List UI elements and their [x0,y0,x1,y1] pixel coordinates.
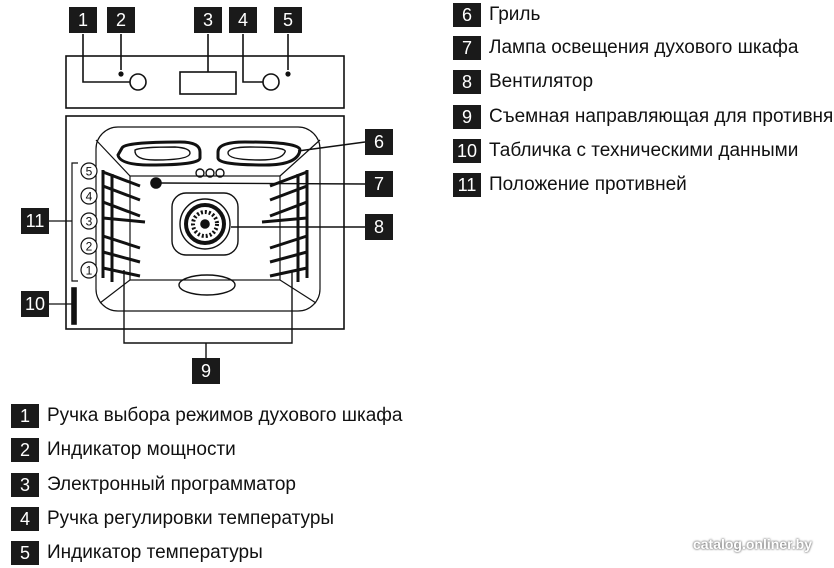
shelf-position-3: 3 [80,212,98,230]
left-shelf-rack [101,170,146,282]
legend-item-6: 6 Гриль [453,3,540,27]
legend-item-9: 9 Съемная направляющая для противня [453,105,833,129]
shelf-position-5: 5 [80,162,98,180]
callout-6: 6 [365,129,393,155]
legend-text: Лампа освещения духового шкафа [489,37,799,58]
callout-label: 3 [203,10,213,30]
callout-5: 5 [274,7,302,33]
callout-label: 4 [238,10,248,30]
mode-knob [129,73,147,91]
watermark: catalog.onliner.by [692,536,812,552]
lamp [150,177,162,189]
legend-number: 10 [453,139,481,163]
rating-plate [71,287,77,325]
callout-label: 2 [116,10,126,30]
legend-number: 4 [11,507,39,531]
legend-text: Гриль [489,4,541,25]
legend-item-8: 8 Вентилятор [453,70,593,94]
callout-8: 8 [365,214,393,240]
shelf-position-markers: 5 4 3 2 1 [80,162,98,279]
legend-text: Вентилятор [489,71,594,92]
callout-9: 9 [192,358,220,384]
legend-text: Индикатор температуры [47,542,263,563]
legend-number: 2 [11,438,39,462]
shelf-position-label: 3 [86,215,93,229]
callout-label: 7 [374,174,384,194]
callout-1: 1 [69,7,97,33]
legend-number: 1 [11,404,39,428]
control-panel [65,34,345,109]
programmer-display [179,71,237,95]
legend-text: Ручка регулировки температуры [47,508,335,529]
legend-item-5: 5 Индикатор температуры [11,541,263,565]
temperature-knob [262,73,280,91]
callout-10: 10 [21,291,49,317]
callout-11: 11 [21,208,49,234]
shelf-position-4: 4 [80,187,98,205]
legend-item-3: 3 Электронный программатор [11,473,296,497]
callout-label: 11 [26,211,45,231]
legend-number: 7 [453,36,481,60]
legend-number: 9 [453,105,481,129]
legend-text: Положение противней [489,174,687,195]
shelf-position-label: 1 [86,264,93,278]
legend-text: Съемная направляющая для противня [489,106,834,127]
right-shelf-rack [261,170,309,282]
legend-text: Ручка выбора режимов духового шкафа [47,405,403,426]
legend-text: Электронный программатор [47,474,296,495]
shelf-position-label: 4 [86,190,93,204]
legend-item-11: 11 Положение противней [453,173,687,197]
callout-label: 6 [374,132,384,152]
legend-number: 8 [453,70,481,94]
legend-item-10: 10 Табличка с техническими данными [453,139,798,163]
oven-cavity [47,115,366,360]
temperature-indicator [285,71,291,77]
shelf-position-1: 1 [80,261,98,279]
callout-2: 2 [107,7,135,33]
callout-4: 4 [229,7,257,33]
callout-label: 10 [25,294,45,314]
legend-number: 3 [11,473,39,497]
callout-label: 5 [283,10,293,30]
legend-text: Индикатор мощности [47,439,236,460]
shelf-position-label: 5 [86,165,93,179]
callout-3: 3 [194,7,222,33]
legend-number: 11 [453,173,481,197]
shelf-position-label: 2 [86,240,93,254]
callout-label: 1 [78,10,88,30]
callout-boxes: 1 2 3 4 5 6 7 8 9 10 11 [21,7,393,384]
legend-text: Табличка с техническими данными [489,140,799,161]
callout-label: 8 [374,217,384,237]
shelf-position-2: 2 [80,237,98,255]
legend-number: 5 [11,541,39,565]
legend-item-7: 7 Лампа освещения духового шкафа [453,36,798,60]
legend-item-4: 4 Ручка регулировки температуры [11,507,334,531]
fan-cover [171,192,239,256]
callout-label: 9 [201,361,211,381]
legend-number: 6 [453,3,481,27]
legend-item-1: 1 Ручка выбора режимов духового шкафа [11,404,403,428]
power-indicator [118,71,124,77]
callout-7: 7 [365,171,393,197]
legend-item-2: 2 Индикатор мощности [11,438,236,462]
